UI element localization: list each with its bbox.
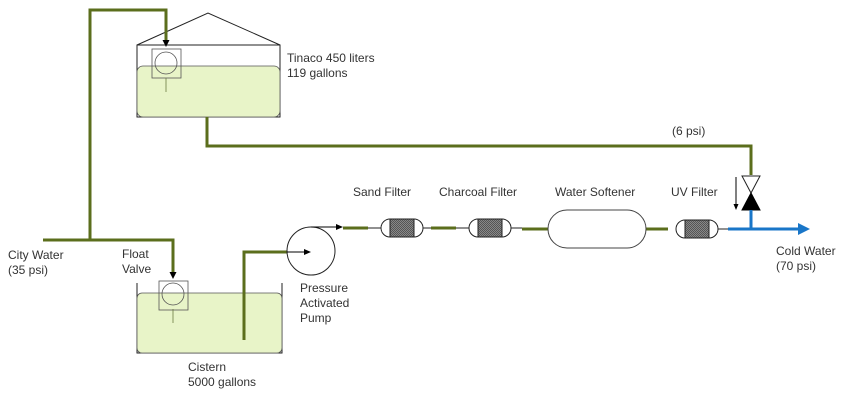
pressure-6psi-label: (6 psi): [672, 124, 705, 138]
check-valve[interactable]: [733, 175, 761, 211]
pump-icon: [286, 226, 336, 276]
pipe-tinaco-outlet: [205, 117, 753, 175]
cistern-tank[interactable]: [136, 280, 283, 354]
pressure-activated-pump[interactable]: [286, 224, 343, 276]
tinaco-water: [136, 65, 281, 118]
cistern-label-line1: Cistern: [188, 360, 226, 374]
cistern-water: [136, 292, 283, 354]
cistern-label-line2: 5000 gallons: [188, 375, 256, 389]
float-valve-label-line2: Valve: [122, 262, 151, 276]
pressure-vessel-icon: [547, 209, 647, 249]
pump-inlet-arrow: [304, 249, 311, 255]
cold-water-label-line2: (70 psi): [776, 259, 816, 273]
uv-filter-label: UV Filter: [671, 185, 718, 199]
tinaco-tank[interactable]: [136, 12, 281, 118]
cartridge-filter-icon: [477, 218, 503, 238]
cold-water-arrow-icon: [798, 223, 810, 235]
charcoal-filter-label: Charcoal Filter: [439, 185, 517, 199]
green-pipes: [43, 8, 753, 340]
flow-direction-arrow: [733, 204, 739, 210]
float-valve-label-line1: Float: [122, 247, 149, 261]
arrow-into-tinaco: [162, 40, 170, 47]
pump-label-line2: Activated: [300, 296, 349, 310]
tinaco-label-line1: Tinaco 450 liters: [287, 51, 375, 65]
cartridge-filter-icon: [389, 218, 415, 238]
arrow-into-cistern: [169, 272, 177, 279]
blue-pipes: [728, 210, 800, 231]
check-valve-bottom-icon: [741, 191, 761, 211]
water-softener-label: Water Softener: [555, 185, 635, 199]
city-water-label-line2: (35 psi): [8, 263, 48, 277]
city-water-label-line1: City Water: [8, 248, 64, 262]
cistern-float-valve: [158, 280, 189, 323]
uv-filter[interactable]: [675, 219, 728, 239]
water-softener[interactable]: [547, 209, 647, 249]
check-valve-top-icon: [741, 175, 761, 195]
sand-filter-label: Sand Filter: [353, 185, 411, 199]
pipe-city-to-tinaco: [88, 8, 168, 240]
pump-label-line3: Pump: [300, 311, 332, 325]
cartridge-filter-icon: [684, 219, 710, 239]
pipe-city-branch: [43, 238, 175, 272]
pump-label-line1: Pressure: [300, 281, 348, 295]
cold-water-label-line1: Cold Water: [776, 244, 836, 258]
tinaco-float-valve: [151, 48, 182, 92]
charcoal-filter[interactable]: [456, 218, 522, 238]
pump-outlet-arrow: [336, 224, 343, 230]
tinaco-label-line2: 119 gallons: [287, 66, 348, 80]
sand-filter[interactable]: [368, 218, 431, 238]
tinaco-roof: [136, 12, 281, 46]
